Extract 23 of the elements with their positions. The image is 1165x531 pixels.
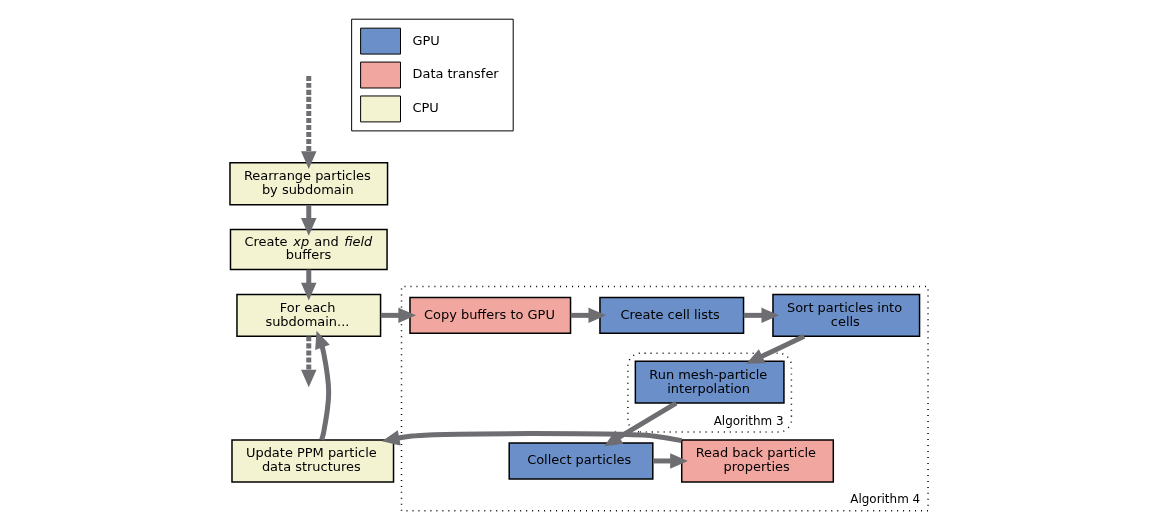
arrow [381,430,682,446]
arrow [652,453,688,469]
node-box: Update PPM particle data structures [230,439,394,483]
arrow [380,307,416,324]
node-box: Create cell lists [598,296,744,335]
node-box: Create xp and field buffers [229,228,388,271]
arrow [745,334,805,364]
arrow [314,330,331,441]
legend-label: GPU [411,32,440,48]
node-box: Sort particles into cells [771,293,920,338]
legend-label: CPU [411,100,439,116]
node-box: For each subdomain... [235,293,381,338]
node-box: Rearrange particles by subdomain [228,162,388,206]
arrow [743,307,779,324]
arrow [300,76,316,169]
node-box: Read back particle properties [680,439,834,483]
node-box: Copy buffers to GPU [408,296,571,335]
arrow [570,307,606,324]
legend-label: Data transfer [411,66,499,82]
arrow [300,336,316,388]
node-box: Run mesh-particle interpolation [634,360,785,404]
node-box: Collect particles [507,442,654,480]
arrow [603,401,677,447]
